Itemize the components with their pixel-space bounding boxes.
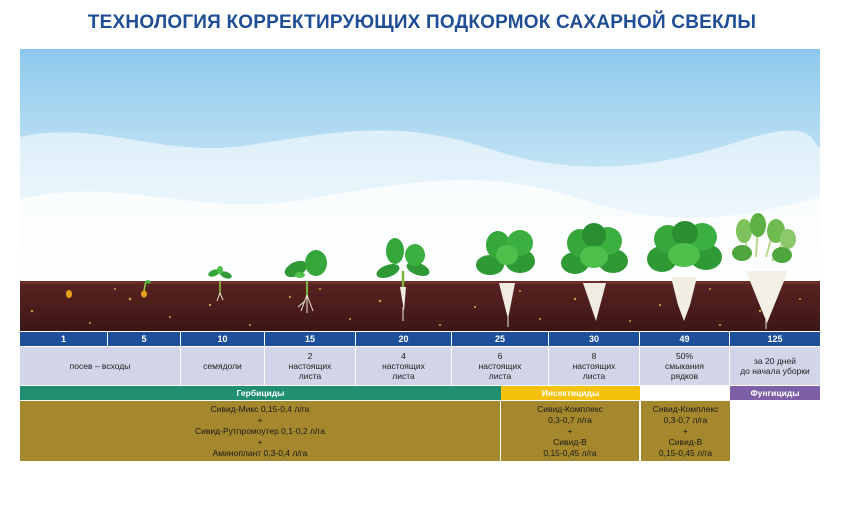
herbicide-products: Сивид-Микс 0,15-0,4 л/га + Сивид-Рутпром…	[20, 401, 500, 461]
day-cell: 125	[730, 332, 820, 346]
day-cell: 25	[452, 332, 549, 346]
stage-cell: 50% смыкания рядков	[640, 347, 730, 385]
day-cell: 49	[640, 332, 730, 346]
herbicides-label: Гербициды	[20, 386, 501, 400]
insecticides-label: Инсектициды	[501, 386, 640, 400]
insecticide-products-2: Сивид-Комплекс 0,3-0,7 л/га + Сивид-В 0,…	[641, 401, 730, 461]
seed-icon	[66, 290, 72, 298]
day-cell: 10	[181, 332, 265, 346]
day-scale: 1 5 10 15 20 25 30 49 125	[20, 332, 820, 346]
soil	[20, 281, 820, 331]
day-cell: 1	[20, 332, 108, 346]
cotyledon-plant-icon	[208, 266, 232, 302]
stage-cell: за 20 дней до начала уборки	[730, 347, 820, 385]
insecticide-products-1: Сивид-Комплекс 0,3-0,7 л/га + Сивид-В 0,…	[501, 401, 639, 461]
day-cell: 5	[108, 332, 181, 346]
growth-illustration	[20, 49, 820, 331]
day-cell: 30	[549, 332, 640, 346]
stage-cell: 4 настоящих листа	[356, 347, 452, 385]
stage-cell: 8 настоящих листа	[549, 347, 640, 385]
mature-beet-icon	[732, 213, 796, 329]
stage-cell: 6 настоящих листа	[452, 347, 549, 385]
sprout-icon	[141, 280, 151, 298]
eight-leaf-plant-icon	[561, 223, 628, 321]
two-leaf-plant-icon	[284, 250, 327, 313]
stage-cell: семядоли	[181, 347, 265, 385]
stage-cell: 2 настоящих листа	[265, 347, 356, 385]
six-leaf-plant-icon	[476, 230, 535, 327]
category-bar: Гербициды Инсектициды Фунгициды	[20, 386, 820, 400]
day-cell: 15	[265, 332, 356, 346]
row-closure-plant-icon	[647, 221, 722, 321]
page-title: ТЕХНОЛОГИЯ КОРРЕКТИРУЮЩИХ ПОДКОРМОК САХА…	[87, 12, 757, 33]
four-leaf-plant-icon	[376, 238, 430, 321]
product-recommendations: Сивид-Микс 0,15-0,4 л/га + Сивид-Рутпром…	[20, 401, 820, 461]
fungicides-label: Фунгициды	[730, 386, 820, 400]
stage-scale: посев – всходы семядоли 2 настоящих лист…	[20, 347, 820, 385]
day-cell: 20	[356, 332, 452, 346]
soil-specks	[30, 288, 801, 326]
stage-cell: посев – всходы	[20, 347, 181, 385]
